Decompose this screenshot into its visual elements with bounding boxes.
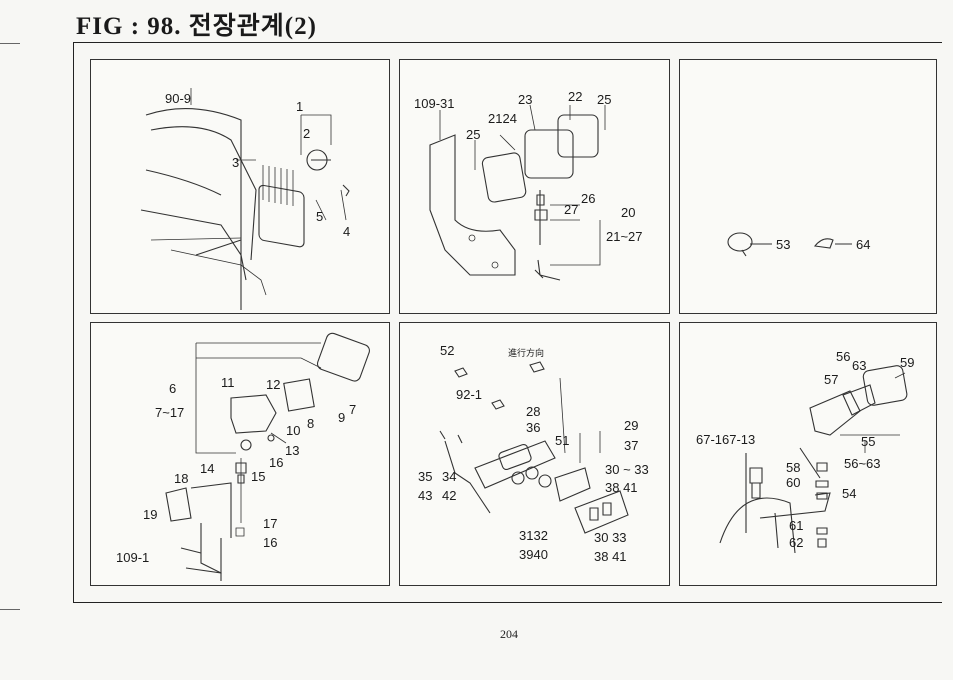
label-57: 57 xyxy=(824,372,839,387)
label-53: 53 xyxy=(776,237,791,252)
label-59: 59 xyxy=(900,355,915,370)
label-12: 12 xyxy=(266,377,281,392)
label-2124: 2124 xyxy=(488,111,517,126)
panel-rear-lamp: 52 進行方向 92-1 28 36 51 29 37 35 34 30 ~ 3… xyxy=(399,322,670,586)
label-28: 28 xyxy=(526,404,541,419)
label-30-33-upper: 30 ~ 33 xyxy=(605,462,649,477)
label-9: 9 xyxy=(338,410,346,425)
label-6: 6 xyxy=(169,381,177,396)
label-19: 19 xyxy=(143,507,158,522)
label-34: 34 xyxy=(442,469,457,484)
label-10: 10 xyxy=(286,423,301,438)
label-61: 61 xyxy=(789,518,804,533)
label-17: 17 xyxy=(263,516,278,531)
panel-headlamp: 90-9 1 2 3 5 4 xyxy=(90,59,390,314)
label-8: 8 xyxy=(307,416,315,431)
label-60: 60 xyxy=(786,475,801,490)
label-2: 2 xyxy=(303,126,311,141)
left-edge-mark-top xyxy=(0,43,20,44)
rear-lamp-drawing xyxy=(439,361,629,534)
label-3132: 3132 xyxy=(519,528,548,543)
label-92-1: 92-1 xyxy=(456,387,483,402)
label-56: 56 xyxy=(836,349,851,364)
label-30-33-lower: 30 33 xyxy=(594,530,627,545)
label-38-41-upper: 38 41 xyxy=(605,480,638,495)
label-35: 35 xyxy=(418,469,433,484)
label-4: 4 xyxy=(343,224,351,239)
label-22: 22 xyxy=(568,89,583,104)
label-travel-direction: 進行方向 xyxy=(508,348,545,358)
label-52: 52 xyxy=(440,343,455,358)
label-15: 15 xyxy=(251,469,266,484)
label-62: 62 xyxy=(789,535,804,550)
label-25-left: 25 xyxy=(466,127,481,142)
label-51: 51 xyxy=(555,433,570,448)
label-7-17: 7~17 xyxy=(155,405,185,420)
panel-work-lamp: 109-31 25 2124 23 22 25 26 27 20 21~27 xyxy=(399,59,670,314)
label-64: 64 xyxy=(856,237,871,252)
label-13: 13 xyxy=(285,443,300,458)
panel-clamps: 53 64 xyxy=(679,59,937,314)
label-5: 5 xyxy=(316,209,324,224)
label-63: 63 xyxy=(852,358,867,373)
figure-frame xyxy=(73,42,942,603)
label-55: 55 xyxy=(861,434,876,449)
left-edge-mark-bottom xyxy=(0,609,20,610)
clamps-drawing xyxy=(727,232,852,257)
label-18: 18 xyxy=(174,471,189,486)
label-26: 26 xyxy=(581,191,596,206)
label-21-27: 21~27 xyxy=(606,229,643,244)
page-number: 204 xyxy=(500,627,518,641)
work-lamp-drawing xyxy=(429,104,606,281)
label-3940: 3940 xyxy=(519,547,548,562)
label-58: 58 xyxy=(786,460,801,475)
label-67-167-13: 67-167-13 xyxy=(696,432,756,447)
label-54: 54 xyxy=(842,486,857,501)
label-14: 14 xyxy=(200,461,215,476)
label-16-top: 16 xyxy=(269,455,284,470)
label-20: 20 xyxy=(621,205,636,220)
label-16-bottom: 16 xyxy=(263,535,278,550)
headlamp-drawing xyxy=(140,88,350,310)
label-27: 27 xyxy=(564,202,579,217)
label-1: 1 xyxy=(296,99,304,114)
figure-title: FIG : 98. 전장관계(2) xyxy=(76,13,317,40)
label-23: 23 xyxy=(518,92,533,107)
mirror-drawing xyxy=(719,365,908,554)
label-109-1: 109-1 xyxy=(116,550,150,565)
side-lamp-drawing xyxy=(165,332,370,581)
label-29: 29 xyxy=(624,418,639,433)
label-90-9: 90-9 xyxy=(165,91,192,106)
label-42: 42 xyxy=(442,488,457,503)
label-109-31: 109-31 xyxy=(414,96,455,111)
label-3: 3 xyxy=(232,155,240,170)
label-11: 11 xyxy=(221,375,235,390)
label-38-41-lower: 38 41 xyxy=(594,549,627,564)
label-7: 7 xyxy=(349,402,357,417)
label-36: 36 xyxy=(526,420,541,435)
panel-mirror: 56 63 59 57 67-167-13 55 56~63 58 60 54 … xyxy=(679,322,937,586)
panel-side-lamp: 11 12 6 7~17 10 8 9 7 13 16 14 15 18 19 … xyxy=(90,322,390,586)
label-56-63: 56~63 xyxy=(844,456,881,471)
label-25-right: 25 xyxy=(597,92,612,107)
label-37: 37 xyxy=(624,438,639,453)
label-43: 43 xyxy=(418,488,433,503)
